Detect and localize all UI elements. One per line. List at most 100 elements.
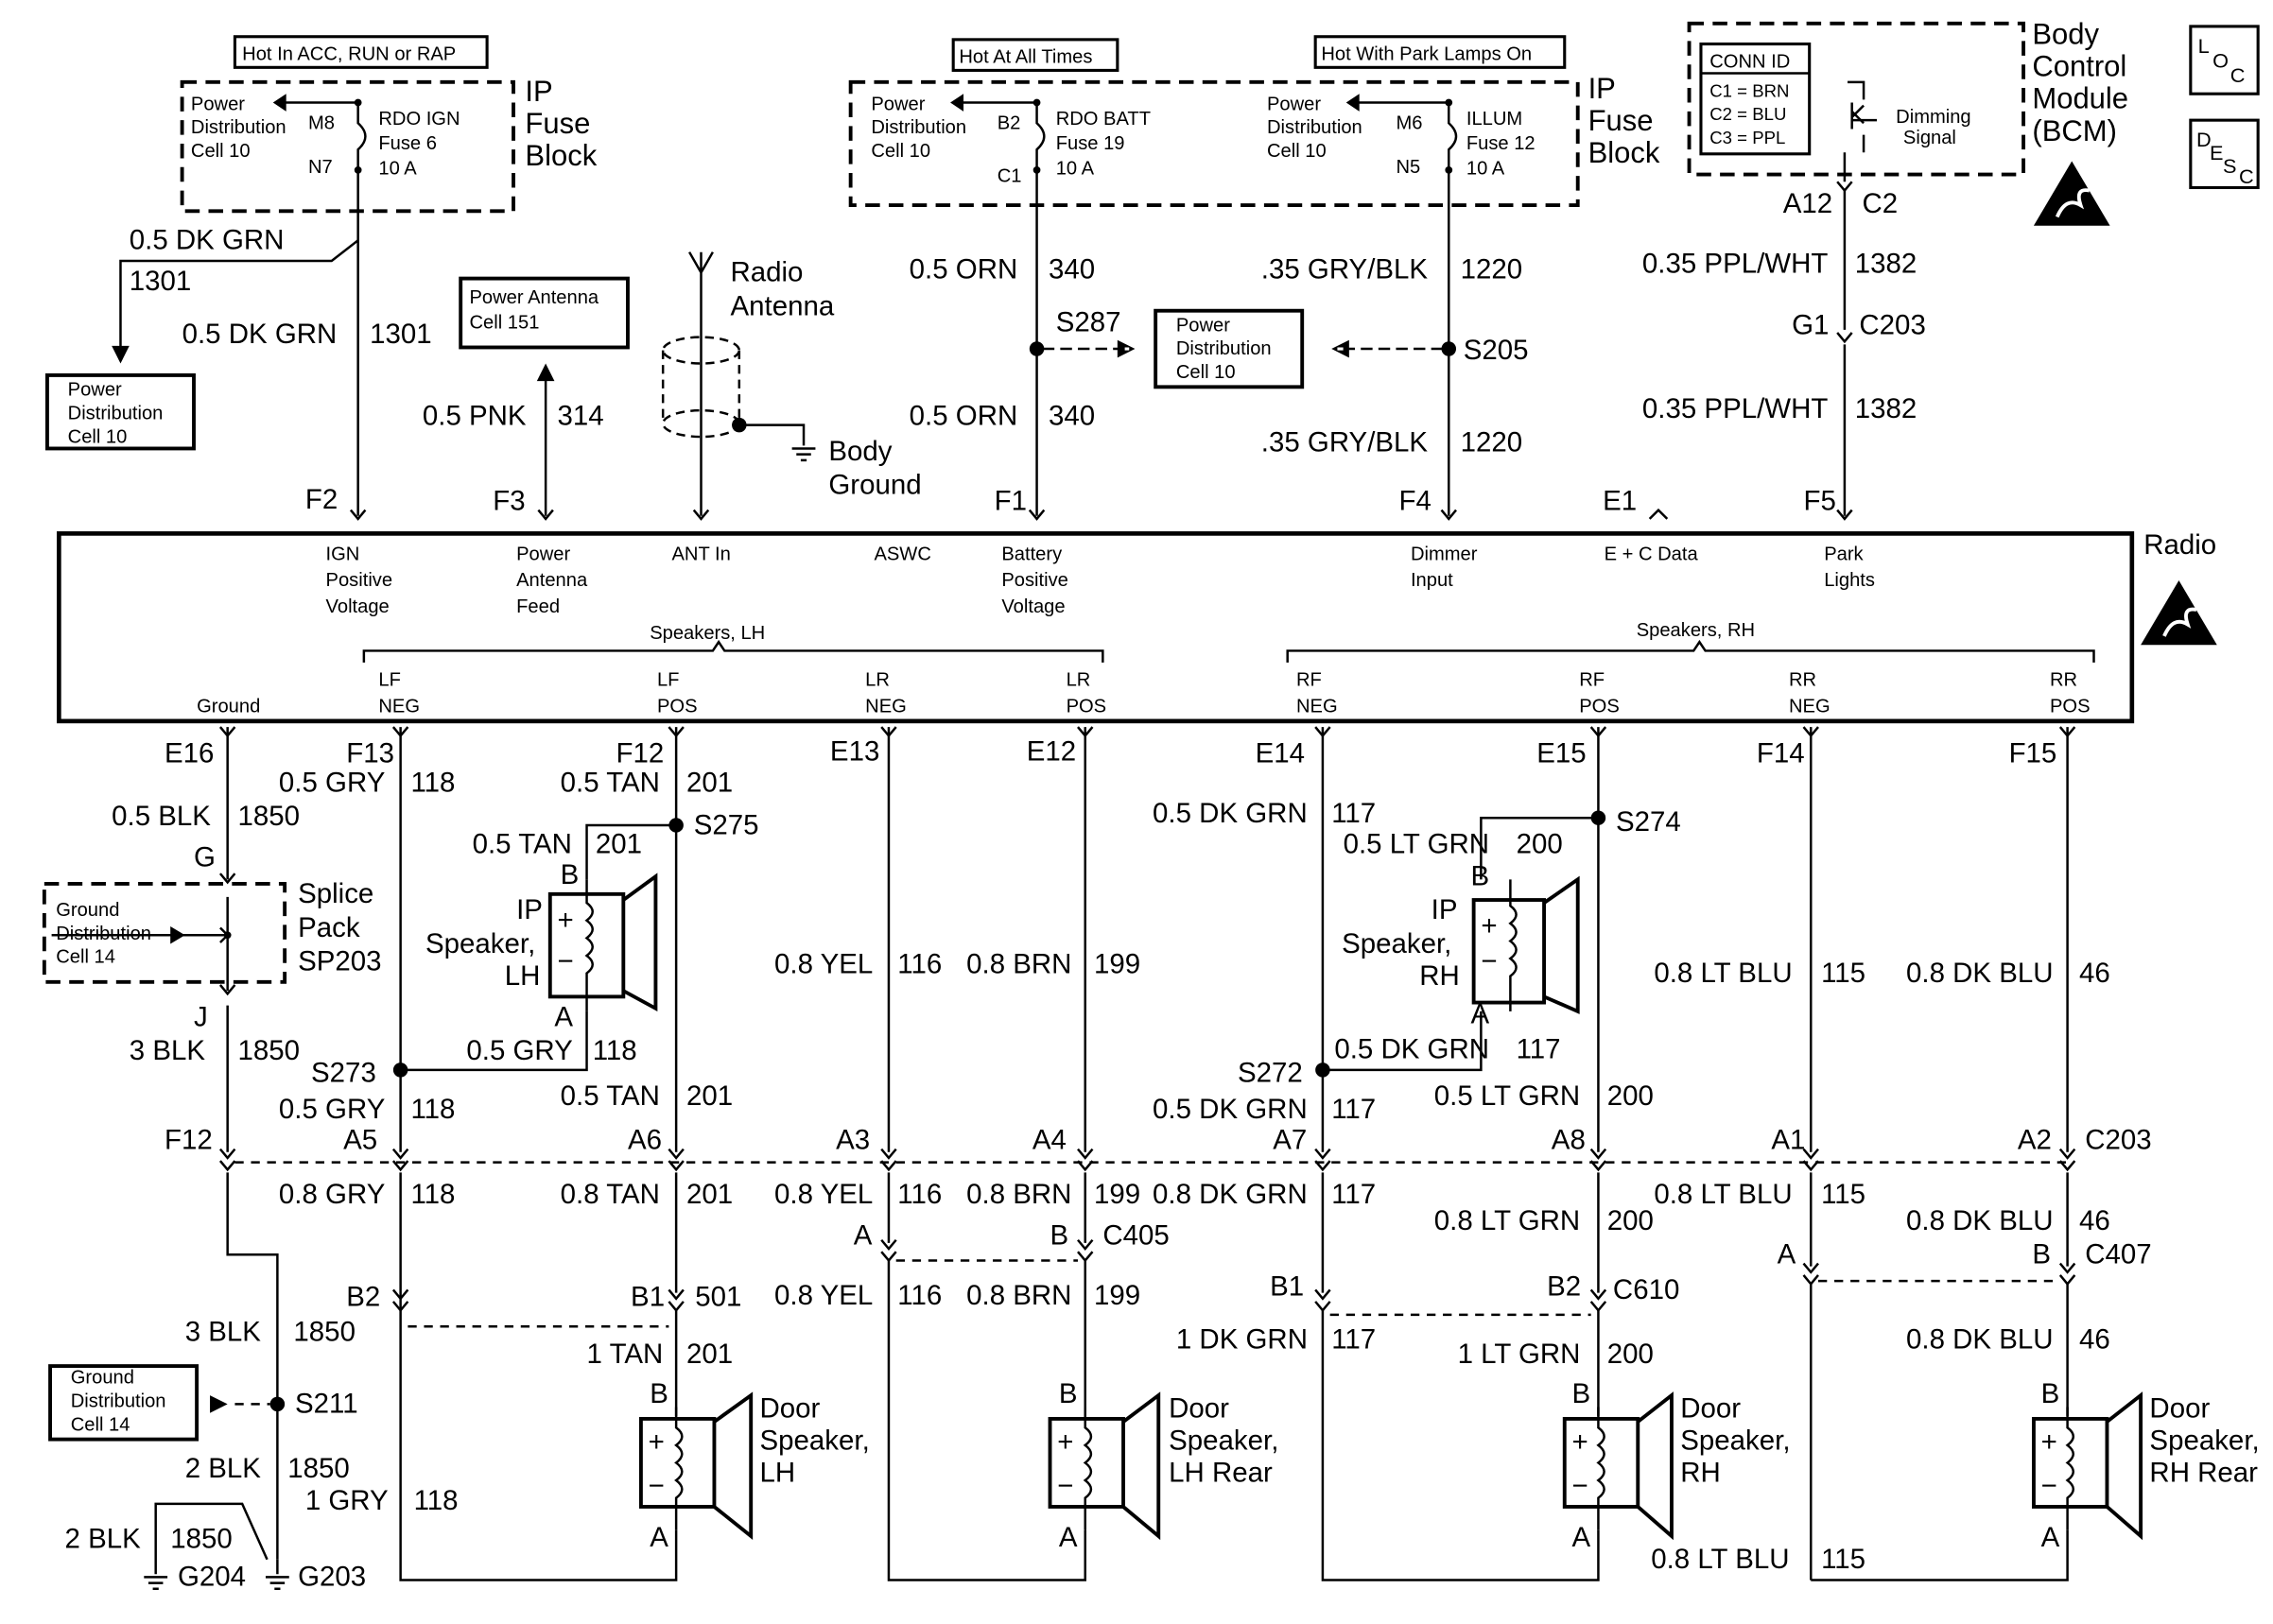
radio-label-ant-feed-3: Feed — [516, 596, 560, 617]
radio-pin-e1: E1 — [1603, 486, 1637, 517]
header-hot-park: Hot With Park Lamps On — [1321, 44, 1532, 65]
wire-gry118a: 0.5 GRY — [279, 767, 385, 798]
connector-c203-top: C203 — [1859, 310, 1925, 341]
radio-label-rf-pos-1: RF — [1579, 670, 1605, 691]
radio-pin-f1: F1 — [995, 486, 1027, 517]
radio-label-lr-pos-2: POS — [1067, 697, 1107, 717]
c405-pin-a: A — [854, 1219, 873, 1251]
wire-dkgrn1-num: 117 — [1331, 1323, 1376, 1355]
splice-dots — [269, 810, 1606, 1412]
pdc-mid-line1: Power — [871, 94, 925, 114]
ip-speaker-rh: + − IP Speaker, RH B A — [1342, 861, 1580, 1029]
fuse12-name: ILLUM — [1466, 109, 1522, 130]
fuse6-rating: 10 A — [378, 159, 417, 180]
wire-ppl2-num: 1382 — [1855, 393, 1917, 424]
desc-d: D — [2196, 128, 2212, 151]
ground-g204: G204 — [178, 1562, 246, 1593]
svg-text:−: − — [1057, 1471, 1073, 1502]
radio-label-lf-neg-2: NEG — [378, 697, 420, 717]
radio-antenna-label-1: Radio — [731, 257, 804, 288]
wire-46-num: 46 — [2079, 958, 2110, 989]
door-speaker-rh-rear-2: Speaker, — [2149, 1425, 2259, 1456]
desc-c: C — [2239, 164, 2254, 188]
wire-ltblu08b-num: 115 — [1821, 1544, 1865, 1575]
splice-ground-dist-2: Distribution — [56, 924, 151, 944]
wire-ign-branch-num: 1301 — [130, 266, 192, 297]
door-speaker-rh-rear-3: RH Rear — [2149, 1458, 2258, 1489]
radio-bottom-pins: E16 F13 F12 E13 E12 E14 E15 F14 F15 — [165, 736, 2056, 769]
door-speaker-lh-rear-2: Speaker, — [1169, 1425, 1278, 1456]
wire-blk05: 0.5 BLK — [112, 801, 211, 832]
c407-pin-a: A — [1778, 1239, 1796, 1270]
connector-c407: C407 — [2085, 1239, 2151, 1270]
box-power-antenna: Power Antenna Cell 151 — [459, 276, 630, 350]
pdc-left-line2: Distribution — [191, 117, 286, 138]
wire-ltblu08-num: 115 — [1821, 1179, 1865, 1210]
ip-fuse-block-label-right-2: Fuse — [1588, 104, 1654, 137]
door-speaker-rh: + − Door Speaker, RH B A — [1562, 1378, 1791, 1553]
wire-tan08: 0.8 TAN — [561, 1179, 660, 1210]
radio-pin-e16: E16 — [165, 737, 214, 769]
splice-s287: S287 — [1056, 306, 1121, 337]
wire-118b-num: 118 — [593, 1035, 637, 1066]
radio-label-rf-pos-2: POS — [1579, 697, 1620, 717]
radio-pin-f13: F13 — [346, 737, 394, 769]
fuse12-rating: 10 A — [1466, 159, 1505, 180]
wire-ltgrn200a: 0.5 LT GRN — [1344, 828, 1489, 859]
pdc-right-line3: Cell 10 — [1267, 141, 1327, 162]
ground-dist-lower-3: Cell 14 — [71, 1414, 130, 1435]
box-pdc-center: Power Distribution Cell 10 — [1154, 308, 1305, 389]
svg-text:+: + — [1572, 1426, 1588, 1458]
radio-label-aswc: ASWC — [874, 544, 930, 564]
wire-ltblu08: 0.8 LT BLU — [1654, 1179, 1792, 1210]
wire-orn1-num: 340 — [1049, 254, 1095, 285]
ip-speaker-lh-3: LH — [505, 960, 541, 992]
ground-g204-icon — [143, 1576, 169, 1591]
radio-pin-e13: E13 — [830, 736, 879, 768]
pdc-mid-line3: Cell 10 — [871, 141, 930, 162]
ip-speaker-rh-pin-a: A — [1471, 998, 1490, 1029]
wire-dkblu08: 0.8 DK BLU — [1906, 1205, 2054, 1236]
fuse19-rating: 10 A — [1056, 159, 1095, 180]
loc-desc-icons: L O C D E S C — [2189, 25, 2260, 190]
fuse6-label: Fuse 6 — [378, 133, 437, 154]
splice-s273: S273 — [311, 1057, 376, 1088]
box-pdc-center-2: Distribution — [1176, 338, 1272, 359]
loc-l: L — [2198, 34, 2210, 58]
svg-text:+: + — [558, 905, 574, 936]
wire-gry2-color: .35 GRY/BLK — [1261, 427, 1429, 458]
wire-116-num: 116 — [897, 949, 942, 980]
ip-speaker-rh-3: RH — [1419, 960, 1460, 992]
header-hot-acc: Hot In ACC, RUN or RAP — [242, 44, 456, 65]
wire-501-num: 501 — [695, 1282, 741, 1313]
radio-label: Radio — [2143, 529, 2216, 561]
c407-pin-b: B — [2032, 1239, 2051, 1270]
radio-label-rf-neg-2: NEG — [1296, 697, 1338, 717]
ip-speaker-rh-2: Speaker, — [1342, 928, 1451, 959]
wire-dkblu08b: 0.8 DK BLU — [1906, 1323, 2054, 1355]
box-pdc-left-2: Distribution — [68, 403, 164, 423]
c203-pin-f12: F12 — [165, 1125, 213, 1156]
conn-id-c3: C3 = PPL — [1709, 128, 1785, 147]
box-power-antenna-2: Cell 151 — [470, 312, 540, 333]
ip-speaker-rh-pin-b: B — [1471, 861, 1490, 892]
wire-yel08-num: 116 — [897, 1179, 942, 1210]
radio-label-ant-feed-1: Power — [516, 544, 570, 564]
dimming-signal-1: Dimming — [1896, 107, 1970, 128]
door-speaker-lh-pin-b: B — [650, 1378, 668, 1409]
wire-gry2-num: 1220 — [1461, 427, 1523, 458]
radio-pin-f2: F2 — [305, 484, 338, 515]
fuse19-name: RDO BATT — [1056, 109, 1151, 130]
ip-fuse-block-label-left-3: Block — [525, 139, 597, 172]
c203-pin-a2: A2 — [2018, 1125, 2052, 1156]
connector-c203: C203 — [2085, 1125, 2151, 1156]
radio-label-ant-feed-2: Antenna — [516, 570, 588, 591]
bcm-label-4: (BCM) — [2032, 114, 2117, 147]
c405-pin-b: B — [1050, 1219, 1069, 1251]
fuse12-label: Fuse 12 — [1466, 133, 1536, 154]
radio-pin-f5: F5 — [1803, 486, 1835, 517]
body-ground-label-2: Ground — [828, 470, 921, 501]
wire-orn2-color: 0.5 ORN — [910, 401, 1018, 432]
c203-pin-a4: A4 — [1032, 1125, 1067, 1156]
wire-dkgrn117a: 0.5 DK GRN — [1153, 798, 1308, 829]
